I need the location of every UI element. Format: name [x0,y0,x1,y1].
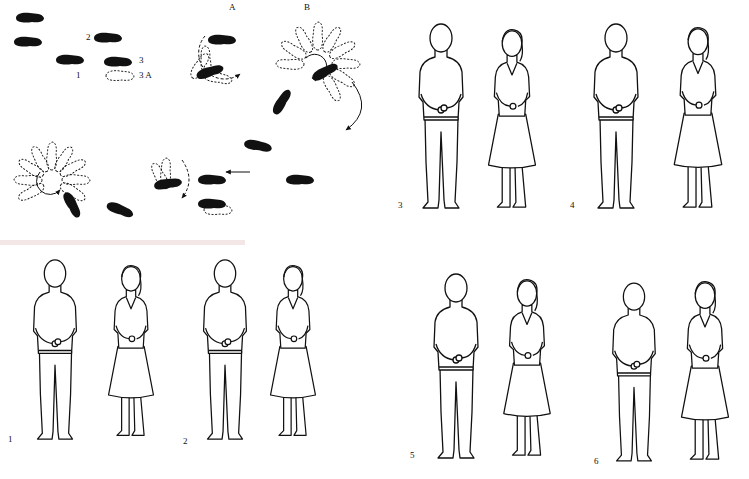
footprint [94,33,122,43]
footprint-outline [16,157,45,180]
footprint [153,176,182,191]
footprint-outline [320,25,343,54]
woman-figure [489,30,536,207]
footprint-outline [328,66,357,89]
footprint [56,55,84,65]
man-figure [613,283,656,461]
woman-figure [674,28,721,207]
footprint [198,175,226,185]
footprint-outline [332,59,360,69]
footprint-outline [62,175,90,185]
callout-number: A [229,2,236,13]
footprint [286,175,314,185]
footprint-outline [313,22,323,50]
footprint [208,35,236,45]
footprint-outline [106,71,134,81]
footprint-outline [279,39,308,62]
callout-number: 6 [594,456,599,467]
man-figure [594,24,638,208]
man-figure [434,274,478,458]
footprint-outline [14,175,42,185]
footprint-outline [47,142,57,170]
dashed-footprints [14,22,360,215]
footprint-outline [204,205,232,215]
woman-figure [682,282,729,459]
man-figure [204,260,247,439]
footprint [105,200,135,219]
footprint-outline [161,158,171,186]
footprint-outline [58,180,87,203]
callout-number: 1 [76,70,81,81]
turn-arrows [37,36,362,198]
footprint-outline [58,156,87,179]
turn-arrow [182,160,189,198]
footprint-outline [52,144,75,173]
panel-edge [0,240,245,245]
footprint [270,87,293,116]
footprint-outline [276,59,304,69]
path-arrow [346,82,362,130]
path-arrow [226,172,250,173]
callout-number: 3 A [139,70,152,81]
callout-number: 3 [139,55,144,66]
callout-number: 2 [86,32,91,43]
woman-figure [504,280,550,456]
footprint [243,138,272,153]
footprint-outline [292,25,315,54]
footprint-outline [17,181,46,204]
footprint-outline [148,162,171,191]
footprint [61,190,84,219]
man-figure [419,24,463,208]
footprint [14,37,42,47]
callout-number: B [304,2,310,13]
callout-number: 2 [183,436,188,447]
callout-number: 5 [410,450,415,461]
callout-number: 1 [8,434,13,445]
footprint [16,13,44,23]
footprints [14,13,339,220]
callout-number: 3 [398,200,403,211]
footprint [104,57,132,67]
callout-number: 4 [570,200,575,211]
woman-figure [109,266,154,436]
footprint-outline [321,73,344,102]
footprint [198,199,226,209]
man-figure [34,260,77,439]
footprint-outline [188,51,211,80]
footprint-outline [327,38,356,61]
turn-arrow [37,172,60,194]
turn-arrow [199,36,240,79]
woman-figure [271,266,316,436]
footprint-outline [28,145,51,174]
turn-arrow [306,54,327,78]
